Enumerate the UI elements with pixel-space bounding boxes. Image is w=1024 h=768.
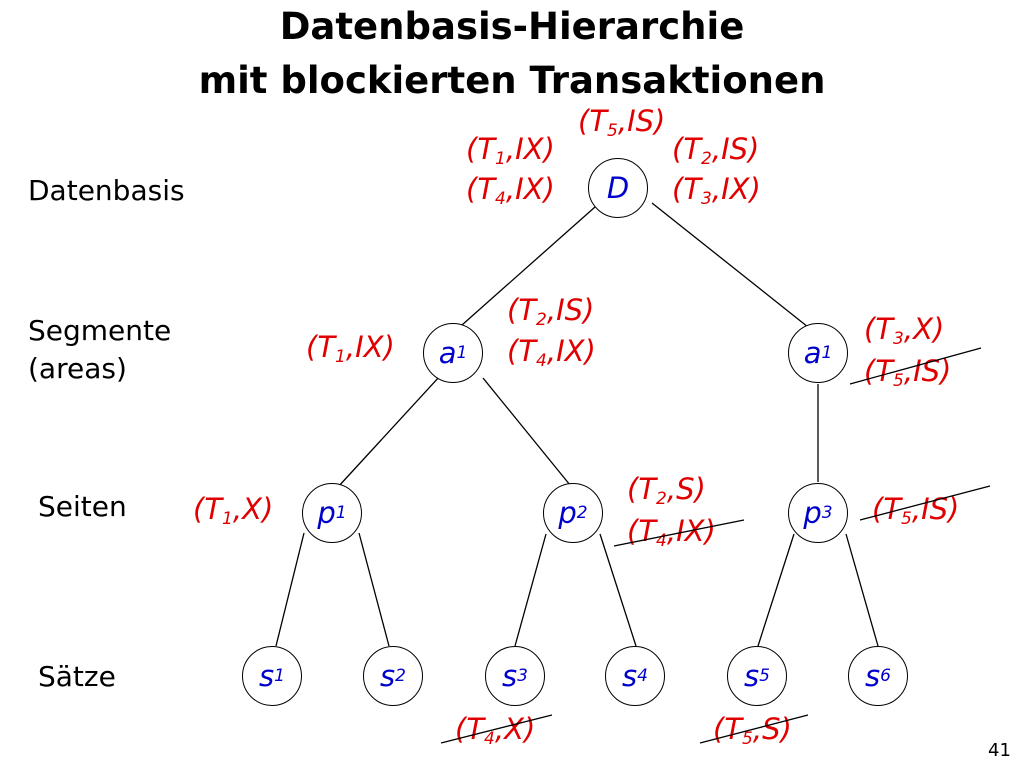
- strike-s5-T5-S: [699, 714, 809, 744]
- edge-D-a1r: [651, 202, 809, 328]
- lock-p2-T4-IX: (T4,IX): [627, 514, 716, 551]
- lock-p1-T1-X: (T1,X): [193, 492, 274, 529]
- edge-a1l-p2: [482, 377, 571, 486]
- level-label-seiten: Seiten: [38, 490, 127, 523]
- lock-a1-left-T4-IX: (T4,IX): [507, 334, 596, 371]
- lock-D-T2-IS: (T2,IS): [672, 132, 760, 169]
- edge-p1-s1: [275, 532, 305, 647]
- edge-p2-s4: [599, 533, 637, 647]
- edge-p3-s5: [757, 533, 795, 647]
- edge-a1l-p1: [337, 375, 441, 488]
- node-D: D: [588, 158, 648, 218]
- lock-a1-right-T3-X: (T3,X): [864, 312, 945, 349]
- edge-p1-s2: [358, 532, 390, 647]
- strike-a1-right-T5-IS: [849, 347, 982, 385]
- lock-p3-T5-IS: (T5,IS): [872, 492, 960, 529]
- edge-p3-s6: [845, 533, 879, 647]
- lock-s3-T4-X: (T4,X): [455, 712, 536, 749]
- lock-D-T3-IX: (T3,IX): [672, 172, 761, 209]
- level-label-saetze: Sätze: [38, 660, 116, 693]
- level-label-segmente: Segmente: [28, 314, 172, 347]
- strike-s3-T4-X: [440, 714, 553, 744]
- slide-title-line-2: mit blockierten Transaktionen: [198, 59, 826, 102]
- lock-s5-T5-S: (T5,S): [713, 712, 792, 749]
- lock-D-T5-IS: (T5,IS): [578, 104, 666, 141]
- strike-p3-T5-IS: [859, 485, 991, 521]
- lock-p2-T2-S: (T2,S): [627, 472, 706, 509]
- lock-a1-left-T2-IS: (T2,IS): [507, 293, 595, 330]
- edge-D-a1l: [461, 206, 596, 326]
- edge-p2-s3: [514, 533, 547, 647]
- lock-a1-right-T5-IS: (T5,IS): [864, 354, 952, 391]
- lock-a1-left-T1-IX: (T1,IX): [306, 330, 395, 367]
- strike-p2-T4-IX: [613, 519, 745, 547]
- lock-D-T4-IX: (T4,IX): [466, 172, 555, 209]
- level-label-datenbasis: Datenbasis: [28, 174, 185, 207]
- page-number: 41: [988, 740, 1011, 761]
- slide-title-line-1: Datenbasis-Hierarchie: [279, 5, 745, 48]
- lock-D-T1-IX: (T1,IX): [466, 132, 555, 169]
- level-label-areas: (areas): [28, 352, 127, 385]
